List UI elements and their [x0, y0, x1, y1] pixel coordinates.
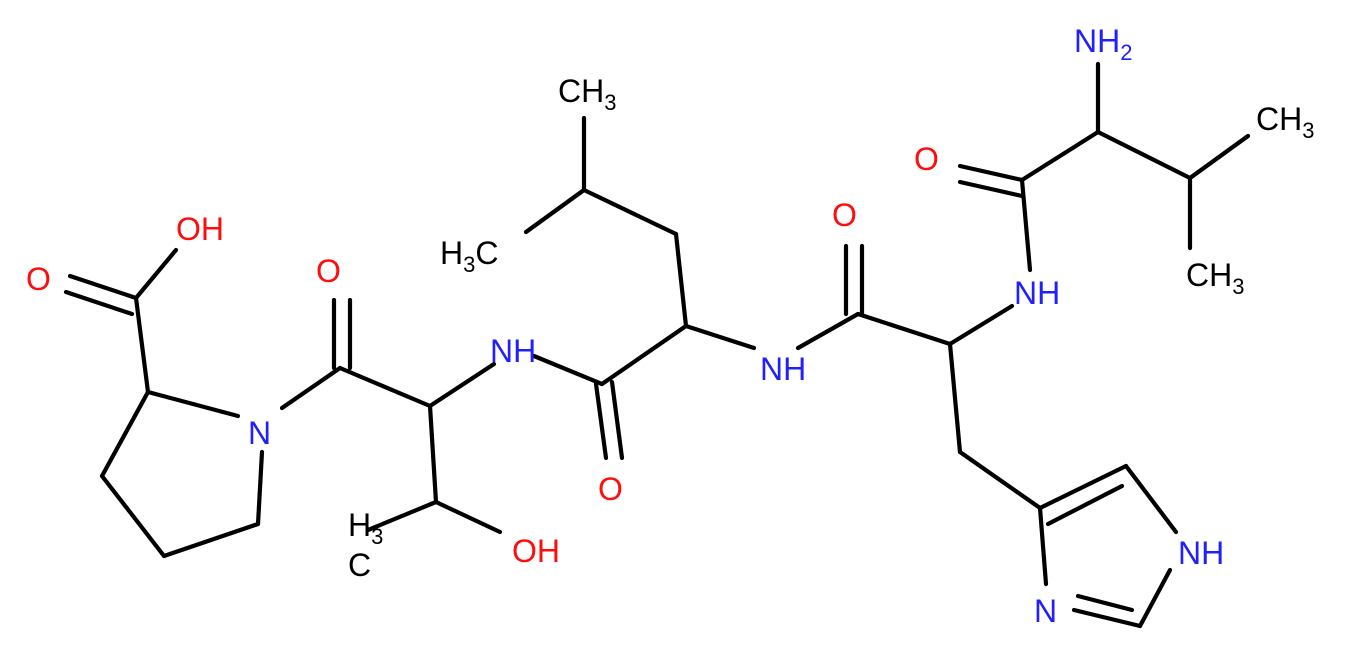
bond [531, 353, 605, 387]
carbonyl-oxygen-label: O [598, 471, 623, 507]
bond [427, 361, 497, 409]
atom-labels: NH2 CH3 CH3 O NH O NH N NH CH3 H3C O NH … [26, 23, 1314, 629]
bond [145, 389, 241, 419]
bond [957, 163, 1025, 183]
bond [593, 381, 609, 461]
bond [855, 311, 953, 347]
bond [99, 389, 151, 479]
imidazole-n-label: N [1034, 593, 1057, 629]
imidazole-nh-label: NH [1178, 535, 1224, 571]
bond [609, 379, 625, 461]
bonds [63, 61, 1251, 629]
bond [99, 473, 167, 559]
bond [67, 273, 139, 301]
bond [599, 323, 689, 387]
amino-group-label: NH2 [1074, 23, 1132, 65]
bond [947, 341, 963, 455]
bond [133, 247, 179, 301]
carbonyl-oxygen-label: O [832, 197, 857, 233]
bond [255, 449, 265, 527]
amide-nh-label: NH [1014, 275, 1060, 311]
bond [1123, 463, 1179, 535]
bond [1037, 463, 1129, 511]
bond [957, 179, 1025, 199]
bond [279, 365, 343, 411]
methyl-label: H3C [440, 235, 498, 277]
bond [523, 187, 587, 235]
acid-carbonyl-oxygen-label: O [26, 261, 51, 297]
bond [337, 365, 433, 409]
bond [1037, 505, 1049, 587]
bond [957, 449, 1043, 511]
acid-hydroxyl-label: OH [176, 211, 224, 247]
proline-nitrogen-label: N [248, 415, 271, 451]
bond [795, 311, 861, 351]
bond [1137, 567, 1173, 629]
amide-nh-label: NH [760, 351, 806, 387]
carbonyl-oxygen-label: O [316, 253, 341, 289]
bond [365, 499, 439, 533]
methyl-label: CH3 [558, 73, 616, 115]
methyl-label: CH3 [1186, 257, 1244, 299]
methyl-label: H3 [348, 507, 383, 549]
bond [1045, 483, 1125, 527]
bond [133, 295, 151, 395]
bond [683, 323, 757, 351]
bond [427, 403, 439, 505]
bond [1019, 177, 1033, 273]
bond [1075, 593, 1135, 613]
bond [1071, 607, 1143, 629]
amide-nh-label: NH [490, 333, 536, 369]
bond [1019, 129, 1101, 183]
bond [1095, 129, 1193, 181]
methyl-label: CH3 [1256, 101, 1314, 143]
methyl-carbon-label: C [348, 547, 371, 583]
bond [581, 187, 679, 237]
bond [1187, 133, 1251, 181]
bond [433, 499, 503, 535]
bond [673, 231, 689, 329]
bond [161, 521, 261, 559]
carbonyl-oxygen-label: O [914, 141, 939, 177]
bond [947, 303, 1015, 347]
bond [63, 289, 135, 317]
hydroxyl-label: OH [512, 533, 560, 569]
